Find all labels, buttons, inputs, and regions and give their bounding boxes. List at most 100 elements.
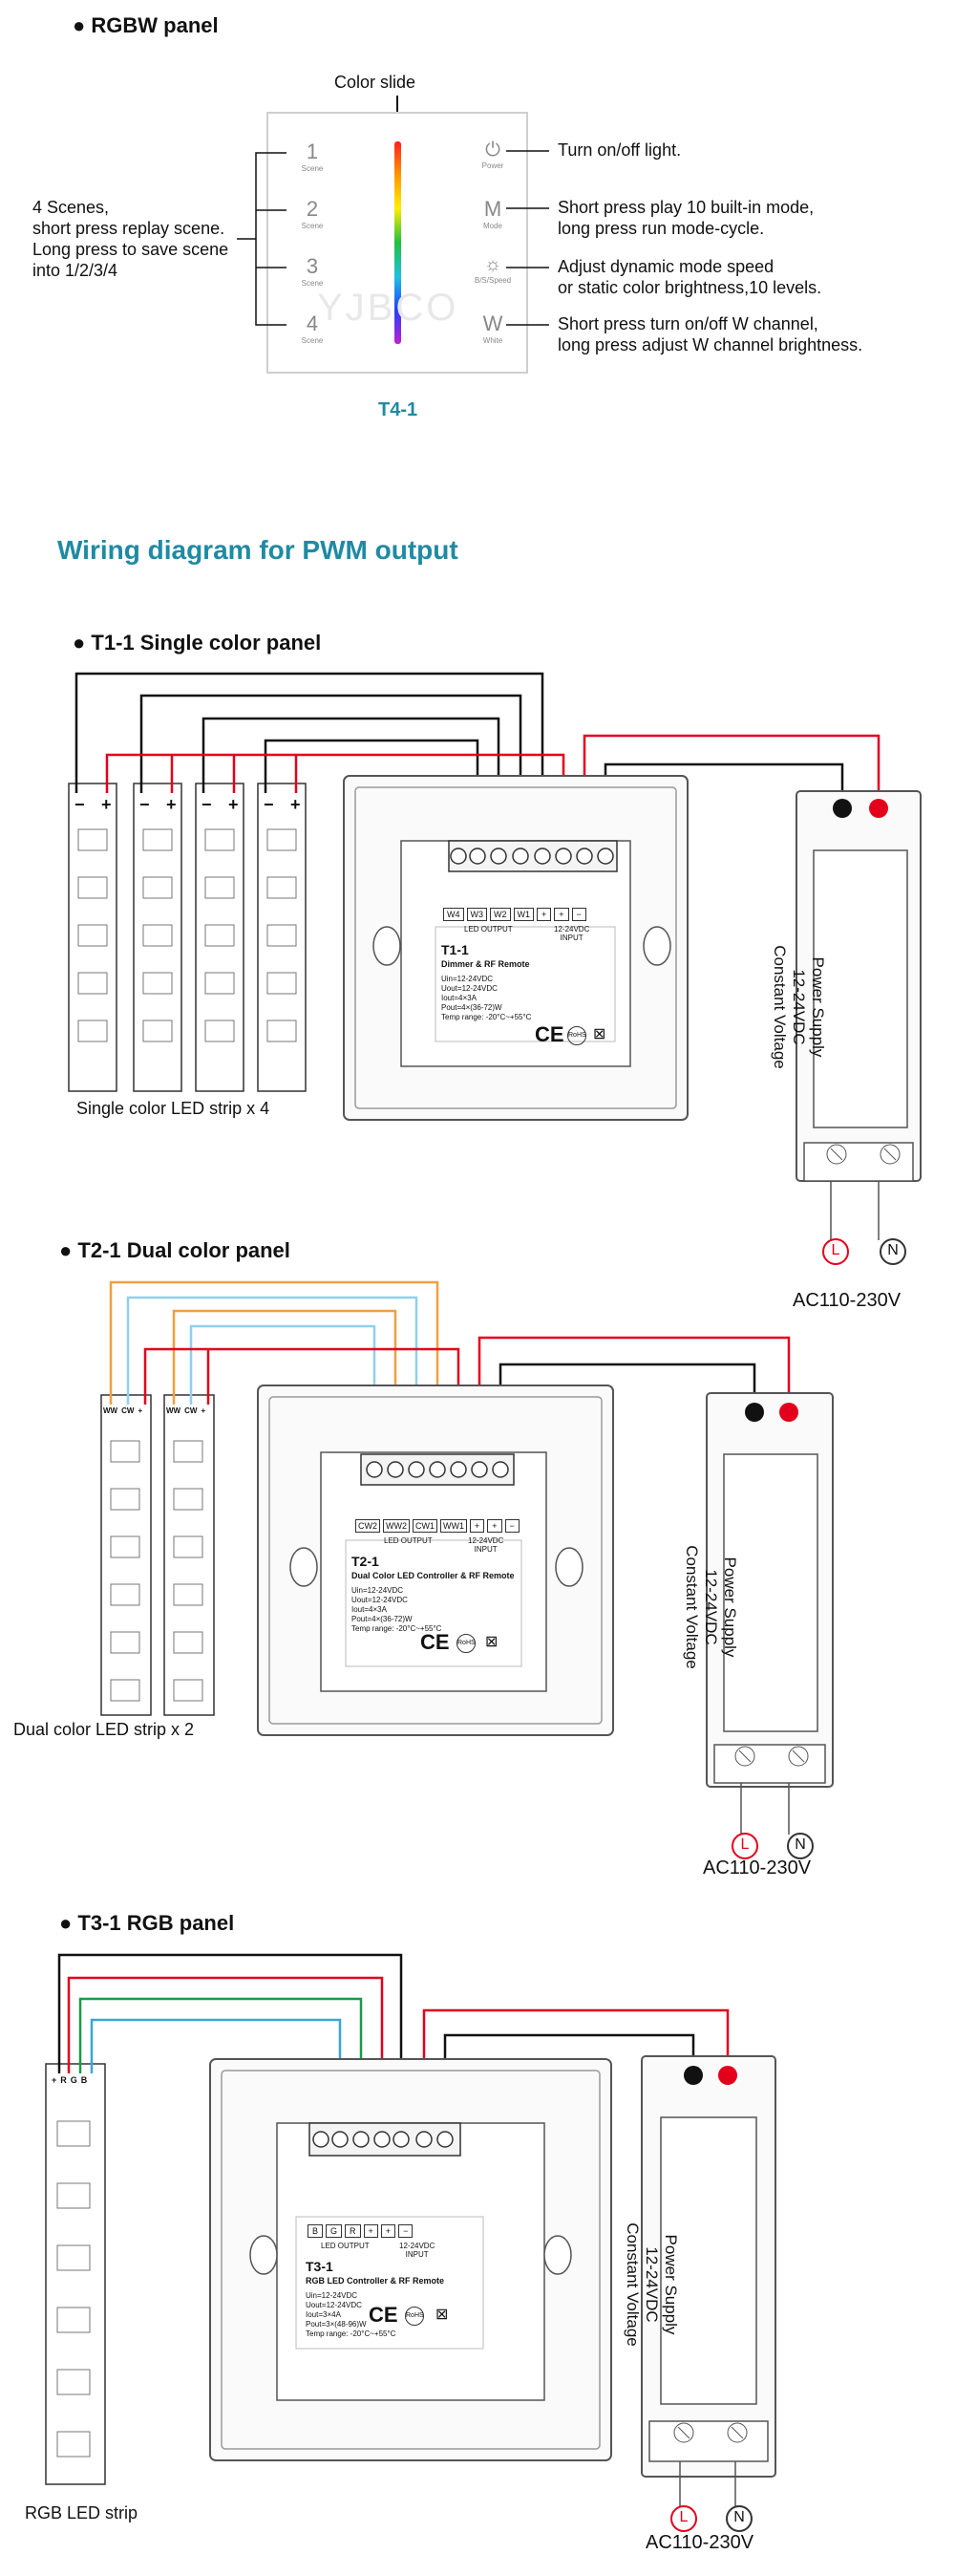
t2-terminal-label: CW1 xyxy=(413,1519,437,1533)
t1-specs: Uin=12-24VDC Uout=12-24VDC Iout=4×3A Pou… xyxy=(441,975,531,1022)
t1-terminal-label: + xyxy=(554,908,569,921)
rgbw-section-title: ● RGBW panel xyxy=(73,13,219,37)
t1-product-name: Dimmer & RF Remote xyxy=(441,959,530,969)
t3-psu-label-line: 12-24VDC xyxy=(643,2246,661,2323)
t1-terminal-label: W3 xyxy=(466,908,487,921)
speed-note: Adjust dynamic mode speed or static colo… xyxy=(558,256,821,298)
scene-key-1-label: Scene xyxy=(301,164,324,173)
t2-weee-icon: ⊠ xyxy=(485,1634,499,1650)
t3-psu-label-line: Constant Voltage xyxy=(624,2222,642,2347)
t2-terminal-label: CW2 xyxy=(355,1519,380,1533)
color-slide-label: Color slide xyxy=(334,73,416,92)
t3-neutral-terminal-label: N xyxy=(733,2509,745,2525)
color-slide-bar[interactable] xyxy=(394,141,401,344)
t3-terminal-label: + xyxy=(363,2224,378,2238)
t3-spec-line: Temp range: -20°C~+55°C xyxy=(306,2329,396,2338)
t1-psu-label: Power Supply 12-24VDC Constant Voltage xyxy=(770,902,827,1112)
t1-spec-line: Temp range: -20°C~+55°C xyxy=(441,1013,532,1021)
t2-strip-terminal-plus: + xyxy=(138,1406,143,1415)
scene-note: 4 Scenes, short press replay scene. Long… xyxy=(32,197,228,281)
t2-model: T2-1 xyxy=(351,1554,379,1569)
t1-strip-terminal-minus: − xyxy=(139,795,150,814)
power-icon: ⏻ xyxy=(485,140,500,161)
t1-neutral-terminal-label: N xyxy=(887,1242,899,1258)
t1-strip-caption: Single color LED strip x 4 xyxy=(76,1099,270,1118)
white-note: Short press turn on/off W channel, long … xyxy=(558,313,862,355)
t2-psu-minus-terminal[interactable] xyxy=(745,1403,764,1422)
t1-led-strip xyxy=(68,783,117,1092)
t2-output-label: LED OUTPUT xyxy=(384,1536,433,1545)
power-key[interactable]: ⏻ Power xyxy=(474,140,512,170)
t3-weee-icon: ⊠ xyxy=(435,2307,449,2323)
t2-strip-terminals: WW CW + xyxy=(166,1406,205,1415)
t1-strip-terminal-plus: + xyxy=(290,795,301,814)
t3-spec-line: Pout=3×(48-96)W xyxy=(306,2320,367,2329)
scene-key-4[interactable]: 4 Scene xyxy=(298,311,327,345)
scene-key-4-number: 4 xyxy=(306,311,319,335)
t3-psu-label-line: Power Supply xyxy=(662,2234,680,2335)
t3-ce-mark: CE xyxy=(369,2303,398,2327)
t1-terminal-label: W1 xyxy=(513,908,534,921)
scene-key-2-number: 2 xyxy=(306,197,319,221)
brightness-icon: ☼ xyxy=(483,254,502,275)
t1-model: T1-1 xyxy=(441,942,469,957)
t2-psu-plus-terminal[interactable] xyxy=(779,1403,798,1422)
t2-strip-caption: Dual color LED strip x 2 xyxy=(13,1720,195,1739)
power-note: Turn on/off light. xyxy=(558,140,682,160)
t3-terminal-label: + xyxy=(380,2224,396,2238)
t3-product-name: RGB LED Controller & RF Remote xyxy=(306,2276,445,2286)
speed-key[interactable]: ☼ B/S/Speed xyxy=(468,254,518,285)
t3-ac-label: AC110-230V xyxy=(646,2532,754,2553)
t2-section-title-text: T2-1 Dual color panel xyxy=(77,1238,290,1262)
mode-note-line: long press run mode-cycle. xyxy=(558,219,765,238)
t1-wiring-diagram xyxy=(68,672,922,1265)
t2-section-title: ● T2-1 Dual color panel xyxy=(59,1238,290,1262)
t2-psu-label: Power Supply 12-24VDC Constant Voltage xyxy=(682,1502,739,1712)
t1-led-strip xyxy=(195,783,244,1092)
scene-key-3-label: Scene xyxy=(301,279,324,288)
mode-note: Short press play 10 built-in mode, long … xyxy=(558,197,814,239)
t2-terminal-labels: CW2 WW2 CW1 WW1 + + − xyxy=(355,1519,520,1533)
t1-spec-line: Iout=4×3A xyxy=(441,994,477,1002)
t2-input-label: 12-24VDC INPUT xyxy=(468,1536,503,1554)
t3-psu-plus-terminal[interactable] xyxy=(718,2066,737,2085)
scene-key-2-label: Scene xyxy=(301,222,324,230)
t1-input-label: 12-24VDC INPUT xyxy=(554,925,589,942)
t2-terminal-label: + xyxy=(487,1519,502,1533)
scene-key-2[interactable]: 2 Scene xyxy=(298,197,327,230)
t3-model: T3-1 xyxy=(306,2259,333,2274)
t1-live-terminal-label: L xyxy=(831,1242,840,1258)
mode-key[interactable]: M Mode xyxy=(474,197,512,230)
t3-terminal-label: − xyxy=(398,2224,414,2238)
t2-wiring-diagram xyxy=(100,1280,834,1859)
t2-ac-label: AC110-230V xyxy=(703,1857,812,1878)
scene-key-3-number: 3 xyxy=(306,254,319,278)
t3-specs: Uin=12-24VDC Uout=12-24VDC Iout=3×4A Pou… xyxy=(306,2291,395,2339)
t1-strip-terminal-minus: − xyxy=(202,795,212,814)
white-icon: W xyxy=(482,311,503,335)
power-key-label: Power xyxy=(481,161,504,170)
t2-strip-terminal-ww: WW xyxy=(166,1406,181,1415)
t3-psu-label: Power Supply 12-24VDC Constant Voltage xyxy=(623,2175,680,2394)
t3-live-terminal-label: L xyxy=(679,2509,689,2525)
scene-note-line: short press replay scene. xyxy=(32,219,225,238)
t1-psu-plus-terminal[interactable] xyxy=(869,799,888,818)
t2-rohs-mark: RoHS xyxy=(456,1634,476,1653)
t3-strip-terminal-plus: + xyxy=(52,2075,57,2085)
t2-psu-label-line: Constant Voltage xyxy=(683,1545,701,1669)
t1-section-title: ● T1-1 Single color panel xyxy=(73,631,322,655)
scene-note-line: 4 Scenes, xyxy=(32,198,110,217)
scene-key-3[interactable]: 3 Scene xyxy=(298,254,327,288)
t2-ce-mark: CE xyxy=(420,1630,450,1654)
speed-note-line: or static color brightness,10 levels. xyxy=(558,278,822,297)
t3-psu-minus-terminal[interactable] xyxy=(684,2066,703,2085)
t1-psu-label-line: Constant Voltage xyxy=(771,945,789,1069)
scene-key-1[interactable]: 1 Scene xyxy=(298,140,327,173)
t2-led-strip xyxy=(100,1394,152,1716)
t2-spec-line: Pout=4×(36-72)W xyxy=(351,1615,413,1623)
t1-spec-line: Uin=12-24VDC xyxy=(441,975,494,983)
scene-note-line: Long press to save scene xyxy=(32,240,229,259)
t2-terminal-label: − xyxy=(504,1519,520,1533)
white-key[interactable]: W White xyxy=(474,311,512,345)
t1-psu-minus-terminal[interactable] xyxy=(833,799,852,818)
